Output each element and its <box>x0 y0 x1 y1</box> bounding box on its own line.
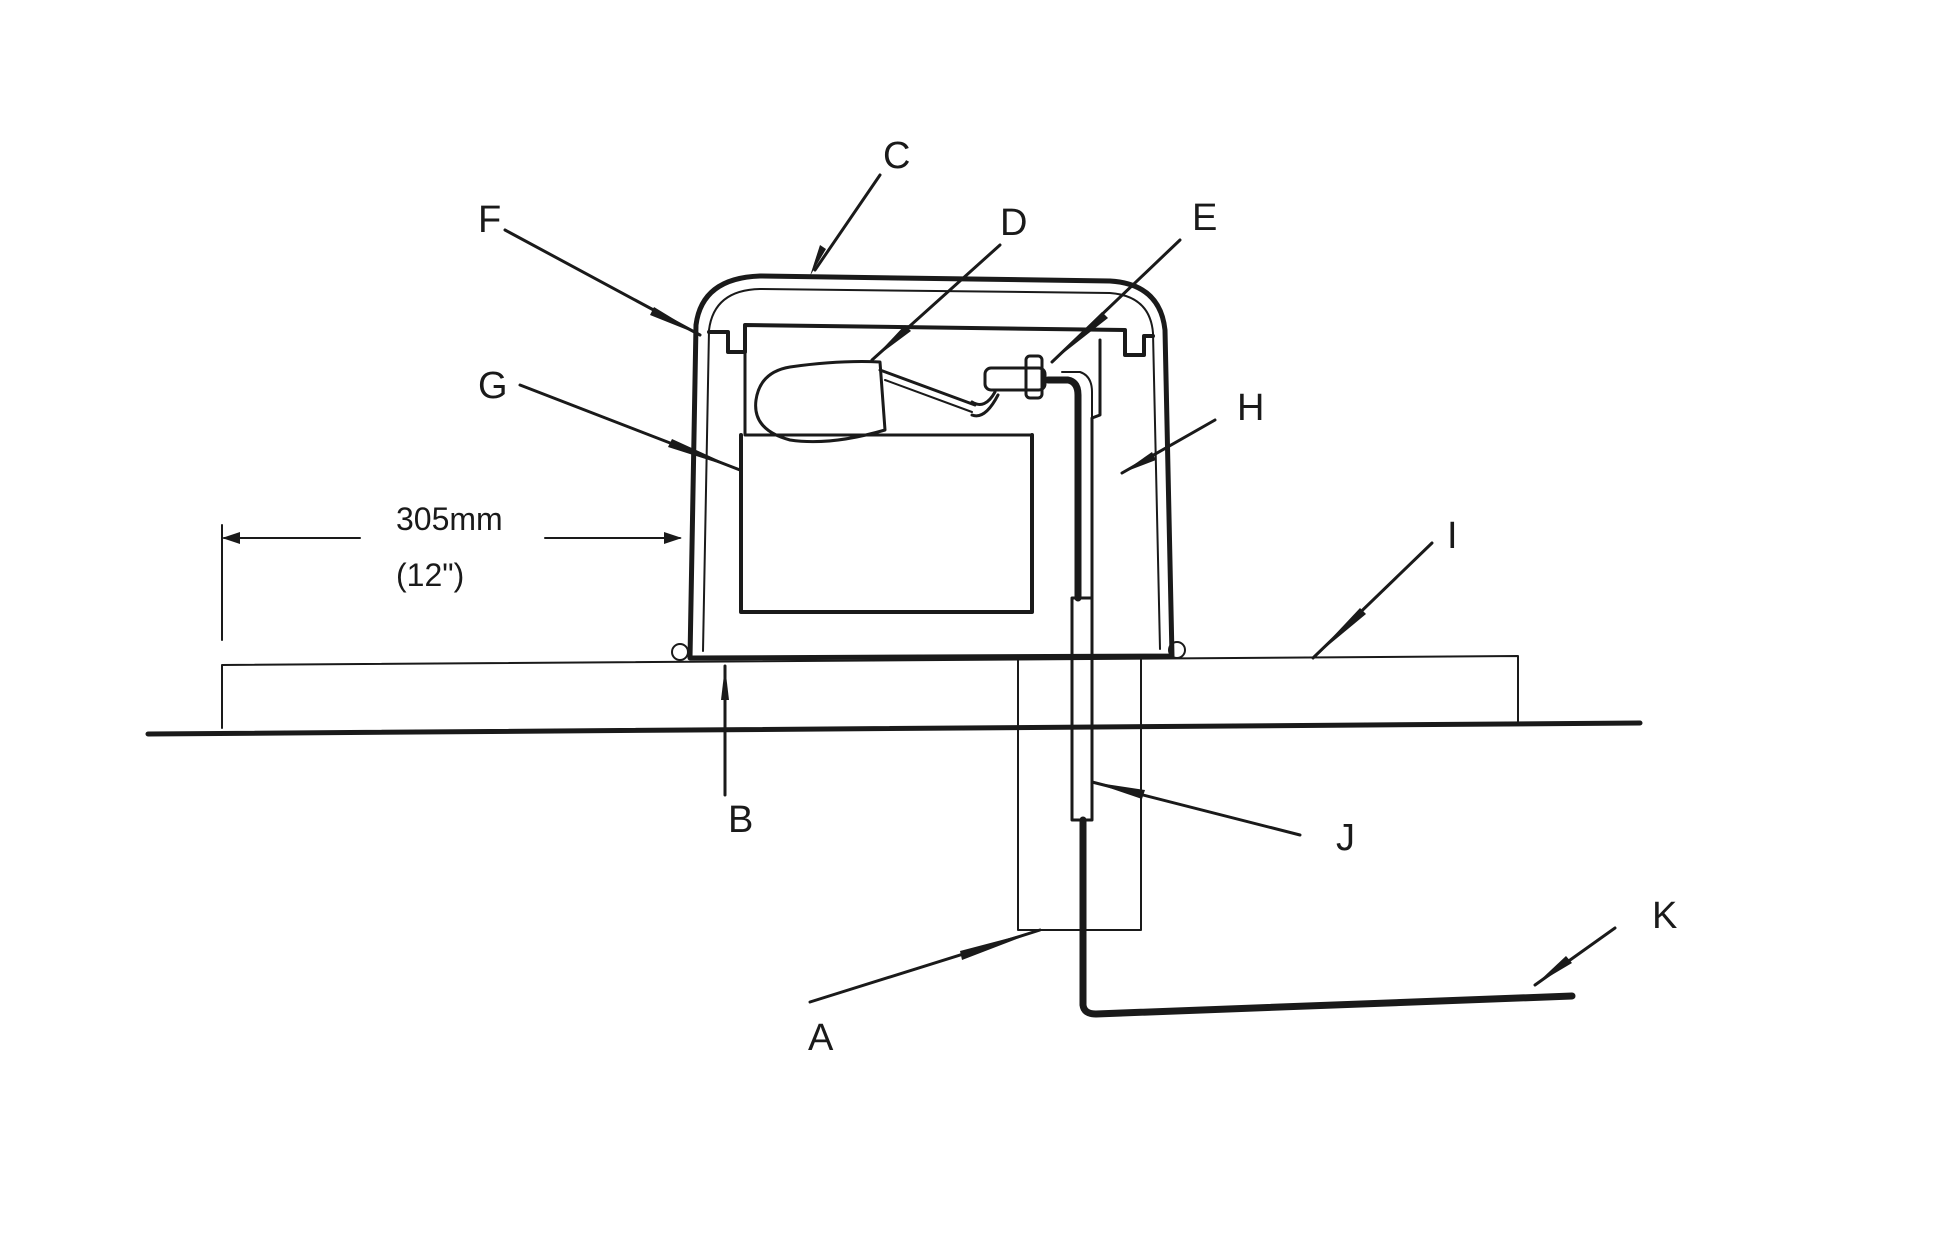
callout-f: F <box>478 199 501 241</box>
dimension-imperial-label: (12") <box>396 557 464 593</box>
leader-k-tip <box>1535 956 1572 985</box>
float-arm <box>878 368 977 407</box>
outer-tank-shell <box>687 273 1175 661</box>
callout-d: D <box>1000 202 1027 244</box>
left-seal-lip <box>707 323 1155 357</box>
callout-j: J <box>1336 817 1355 859</box>
float-arm-2 <box>884 379 973 413</box>
leader-c-tip <box>810 245 826 276</box>
leader-h-tip <box>1122 452 1156 473</box>
dimension-metric-label: 305mm <box>396 501 503 537</box>
riser-pipe <box>1044 376 1082 602</box>
feed-tube-sleeve <box>1070 596 1094 822</box>
callout-k: K <box>1652 895 1677 937</box>
callout-b: B <box>728 799 753 841</box>
leader-a-tip <box>960 930 1040 960</box>
float-ball <box>754 360 887 444</box>
leader-i-tip <box>1313 608 1366 658</box>
dimension-arrow-left <box>222 532 240 544</box>
supply-line <box>1079 816 1576 1018</box>
callout-i: I <box>1447 515 1458 557</box>
leader-c <box>813 173 882 272</box>
right-foot <box>1168 641 1186 659</box>
leader-g-tip <box>668 439 740 470</box>
callout-e: E <box>1192 197 1217 239</box>
valve-nut <box>1024 354 1044 400</box>
dimension-arrow-right <box>664 532 682 544</box>
ground-line <box>145 720 1643 737</box>
outer-tank-inner-wall <box>702 288 1161 652</box>
leader-d-tip <box>872 325 911 360</box>
leader-lines <box>503 173 1617 1004</box>
callout-a: A <box>808 1017 834 1059</box>
inner-compartment <box>739 433 1034 614</box>
leader-f-tip <box>650 307 700 335</box>
leader-b-tip <box>721 666 729 700</box>
callout-g: G <box>478 365 508 407</box>
riser-pipe-outer <box>1061 371 1093 599</box>
valve-linkage <box>970 390 1000 418</box>
leader-e-tip <box>1052 312 1108 362</box>
base-slab <box>221 655 1519 729</box>
left-foot <box>671 643 689 661</box>
callout-h: H <box>1237 387 1264 429</box>
valve-body <box>983 366 1047 392</box>
leader-j-tip <box>1092 782 1145 799</box>
callout-c: C <box>883 135 910 177</box>
inner-liner-top <box>743 338 1032 437</box>
